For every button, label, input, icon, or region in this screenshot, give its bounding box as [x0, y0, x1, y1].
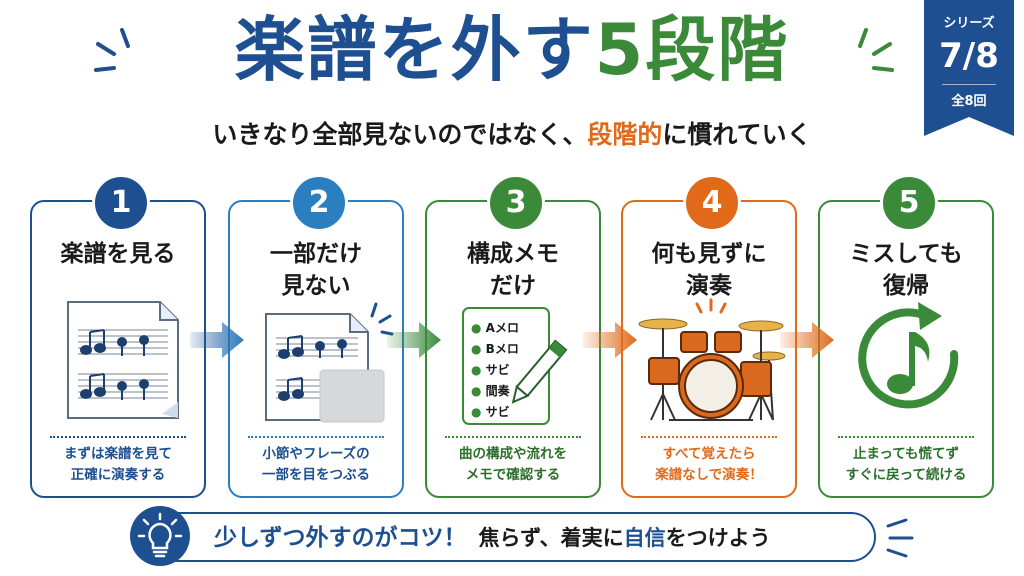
- subtitle-post: に慣れていく: [662, 120, 812, 149]
- step-separator-3: [445, 436, 581, 438]
- title-five-steps: 5段階: [594, 9, 790, 91]
- music-note-restart-icon: [858, 302, 959, 409]
- memo-item: ● Aメロ: [471, 321, 519, 335]
- step-number-3: 3: [487, 174, 545, 232]
- left-burst-icon: [94, 28, 130, 72]
- memo-item: ● 間奏: [471, 384, 510, 398]
- subtitle: いきなり全部見ないのではなく、段階的に慣れていく: [0, 118, 1024, 152]
- memo-checklist-icon: ● Aメロ ● Bメロ ● サビ ● 間奏 ● サビ: [437, 294, 593, 428]
- step-separator-1: [50, 436, 186, 438]
- memo-item: ● Bメロ: [471, 342, 519, 356]
- step-title-1: 楽譜を見る: [60, 241, 176, 267]
- arrow-right-icon: [190, 322, 244, 358]
- step-separator-4: [641, 436, 777, 438]
- memo-item: ● サビ: [471, 363, 510, 377]
- step-description-4: すべて覚えたら 楽譜なしで演奏！: [655, 446, 763, 483]
- series-label: シリーズ: [943, 16, 995, 31]
- step-description-2: 小節やフレーズの 一部を目をつぶる: [262, 446, 370, 483]
- right-burst-icon: [858, 28, 894, 72]
- arrow-right-icon: [780, 322, 834, 358]
- series-badge: シリーズ 7/8 全8回: [924, 0, 1014, 136]
- title-main: 楽譜を外す: [234, 9, 595, 91]
- arrow-right-icon: [583, 322, 637, 358]
- step-title-3: 構成メモ だけ: [467, 241, 559, 299]
- drum-kit-icon: [638, 298, 786, 421]
- step-separator-5: [838, 436, 974, 438]
- step-number-1: 1: [92, 174, 150, 232]
- tip-bar: [148, 512, 876, 562]
- step-number-4: 4: [683, 174, 741, 232]
- step-card-2: 一部だけ 見ない 小節やフレーズの 一部を目をつぶる: [228, 200, 404, 498]
- step-number-5: 5: [880, 174, 938, 232]
- series-total: 全8回: [951, 94, 987, 109]
- step-description-3: 曲の構成や流れを メモで確認する: [459, 446, 567, 483]
- step-title-2: 一部だけ 見ない: [270, 241, 362, 299]
- memo-item: ● サビ: [471, 405, 510, 419]
- page-title: 楽譜を外す5段階: [0, 10, 1024, 90]
- lightbulb-icon: [130, 506, 190, 566]
- step-card-3: 構成メモ だけ ● Aメロ ● Bメロ ● サビ ● 間奏 ● サビ 曲の構成や…: [425, 200, 601, 498]
- step-card-1: 楽譜を見る まずは楽譜を見て 正確に演奏する: [30, 200, 206, 498]
- arrow-right-icon: [387, 322, 441, 358]
- tip-text: 少しずつ外すのがコツ！ 焦らず、着実に自信をつけよう: [214, 524, 771, 552]
- step-title-5: ミスしても 復帰: [849, 241, 963, 299]
- tip-rest-pre: 焦らず、着実に: [478, 526, 624, 550]
- tip-rest-highlight: 自信: [623, 526, 666, 550]
- tip-lead: 少しずつ外すのがコツ！: [214, 525, 467, 551]
- subtitle-highlight: 段階的: [587, 120, 663, 149]
- tip-rest-post: をつけよう: [665, 526, 771, 550]
- sheet-music-icon: [67, 301, 179, 419]
- step-description-1: まずは楽譜を見て 正確に演奏する: [64, 446, 172, 483]
- step-card-4: 何も見ずに 演奏 すべて覚えたら 楽譜なしで演奏！: [621, 200, 797, 498]
- step-card-5: ミスしても 復帰 止まっても慌てず すぐに戻って続ける: [818, 200, 994, 498]
- subtitle-pre: いきなり全部見ないのではなく、: [212, 120, 588, 149]
- step-separator-2: [248, 436, 384, 438]
- step-description-5: 止まっても慌てず すぐに戻って続ける: [845, 446, 967, 483]
- tip-burst-icon: [886, 518, 914, 558]
- step-title-4: 何も見ずに 演奏: [651, 241, 767, 299]
- badge-divider: [942, 84, 996, 85]
- partially-covered-sheet-icon: [265, 302, 394, 423]
- step-number-2: 2: [290, 174, 348, 232]
- series-episode: 7/8: [939, 36, 999, 76]
